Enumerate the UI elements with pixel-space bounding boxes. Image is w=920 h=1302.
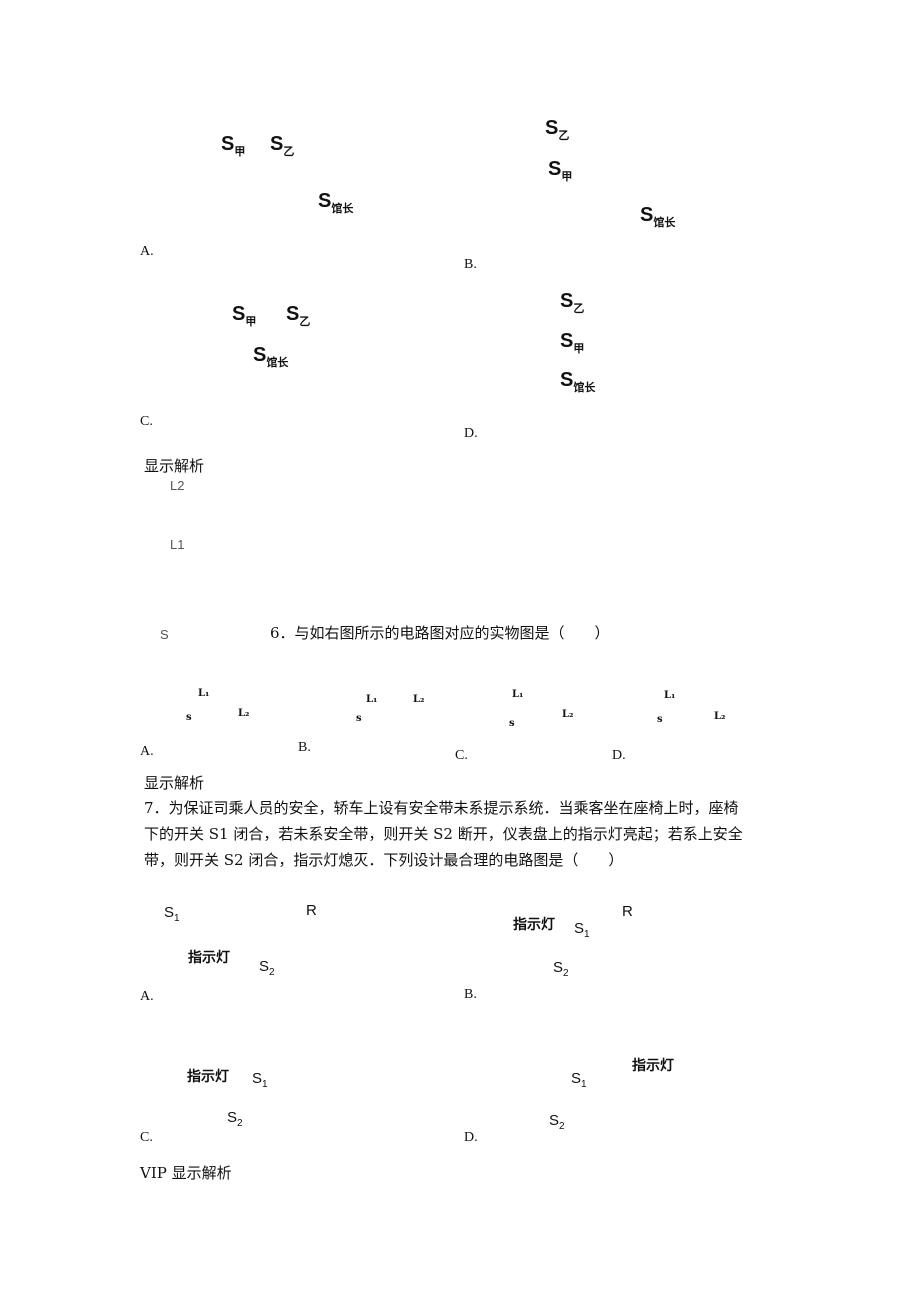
q7-option-b[interactable]: B. [464,987,477,1002]
q7c-s1: S1 [252,1070,268,1090]
q6c-l1: L₁ [512,689,524,700]
q6c-l2: L₂ [562,709,574,720]
q7-question-line-2: 下的开关 S1 闭合，若未系安全带，则开关 S2 断开，仪表盘上的指示灯亮起；若… [144,825,743,843]
q6d-l1: L₁ [664,690,676,701]
q6b-l1: L₁ [366,694,378,705]
q5c-s-yi: S乙 [286,303,311,328]
q6a-s: s [186,712,192,723]
q7c-s2: S2 [227,1109,243,1129]
q7-vip-show-analysis-link[interactable]: VIP 显示解析 [140,1164,232,1182]
q6a-l2: L₂ [238,708,250,719]
q5b-s-yi: S乙 [545,117,570,142]
q7d-lamp-label: 指示灯 [632,1058,674,1074]
q6c-s: s [509,718,515,729]
q7-question-line-1: 7．为保证司乘人员的安全，轿车上设有安全带未系提示系统．当乘客坐在座椅上时，座椅 [144,799,739,817]
q6-show-analysis-link[interactable]: 显示解析 [144,774,205,792]
q6d-s: s [657,714,663,725]
q7a-lamp-label: 指示灯 [188,950,230,966]
q5d-s-guan: S馆长 [560,369,596,394]
q5d-s-jia: S甲 [560,330,585,355]
q6-option-b[interactable]: B. [298,740,311,755]
q7-option-c[interactable]: C. [140,1130,153,1145]
q7d-s2: S2 [549,1112,565,1132]
q7b-s2: S2 [553,959,569,979]
q5-option-c[interactable]: C. [140,414,153,429]
q7a-s2: S2 [259,958,275,978]
q5-option-b[interactable]: B. [464,257,477,272]
q7b-s1: S1 [574,920,590,940]
q5-show-analysis-link[interactable]: 显示解析 [144,457,205,475]
q6-option-a[interactable]: A. [140,744,154,759]
q5c-s-jia: S甲 [232,303,257,328]
q5b-s-jia: S甲 [548,158,573,183]
q7a-s1: S1 [164,904,180,924]
q5b-s-guan: S馆长 [640,204,676,229]
q6-option-c[interactable]: C. [455,748,468,763]
q5-option-d[interactable]: D. [464,426,478,441]
q5a-s-jia: S甲 [221,133,246,158]
q5a-s-yi: S乙 [270,133,295,158]
q7a-r: R [306,902,317,919]
q5a-s-guan: S馆长 [318,190,354,215]
q7b-r: R [622,903,633,920]
q6a-l1: L₁ [198,688,210,699]
q7-option-a[interactable]: A. [140,989,154,1004]
q6-question-text: 6．与如右图所示的电路图对应的实物图是（ ） [270,624,610,642]
q6-option-d[interactable]: D. [612,748,626,763]
q7d-s1: S1 [571,1070,587,1090]
q7-option-d[interactable]: D. [464,1130,478,1145]
q7b-lamp-label: 指示灯 [513,917,555,933]
q7-question-text: 7．为保证司乘人员的安全，轿车上设有安全带未系提示系统．当乘客坐在座椅上时，座椅… [144,795,743,873]
q6b-s: s [356,713,362,724]
q6-label-s: S [160,627,169,642]
q7-question-line-3: 带，则开关 S2 闭合，指示灯熄灭．下列设计最合理的电路图是（ ） [144,851,624,869]
q5d-s-yi: S乙 [560,290,585,315]
q6b-l2: L₂ [413,694,425,705]
q7c-lamp-label: 指示灯 [187,1069,229,1085]
q6d-l2: L₂ [714,711,726,722]
q6-label-l1: L1 [170,537,185,552]
q5c-s-guan: S馆长 [253,344,289,369]
q5-option-a[interactable]: A. [140,244,154,259]
q6-label-l2: L2 [170,478,185,493]
